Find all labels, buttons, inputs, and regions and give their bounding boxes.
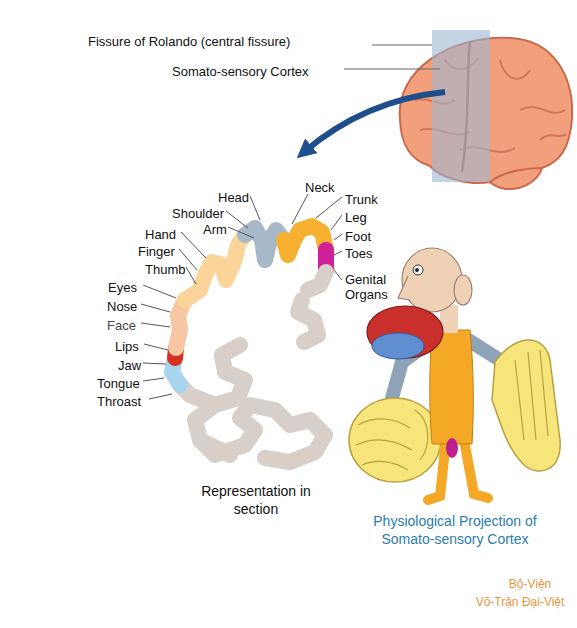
- body-part-label: Leg: [345, 210, 367, 225]
- label-slot: Toes: [345, 244, 372, 262]
- label-slot: Eyes: [108, 278, 137, 296]
- label-slot: Nose: [107, 297, 137, 315]
- label-slot: Shoulder: [172, 204, 224, 222]
- illustration-part: [250, 196, 260, 220]
- label-slot: Võ-Trận Đại-Việt: [470, 592, 570, 610]
- section-caption: Representation in section: [200, 482, 312, 518]
- illustration-part: [515, 350, 548, 440]
- label-slot: Arm: [203, 220, 227, 238]
- label-slot: Face: [107, 316, 136, 334]
- illustration-part: [492, 340, 560, 471]
- illustration-part: [490, 168, 542, 182]
- illustration-part: [149, 394, 172, 399]
- curved-arrow: [304, 92, 445, 152]
- illustration-part: [454, 275, 472, 305]
- illustration-part: [181, 232, 206, 258]
- body-part-label: Lips: [115, 339, 139, 354]
- illustration-part: [226, 211, 248, 228]
- illustration-part: [334, 251, 342, 255]
- label-slot: Representation in section: [200, 482, 312, 518]
- leader-lines: [141, 194, 342, 399]
- body-part-label: Throast: [97, 394, 141, 409]
- body-part-label: Jaw: [118, 358, 141, 373]
- label-slot: Head: [218, 188, 249, 206]
- illustration-part: [367, 306, 443, 358]
- illustration-part: [432, 30, 490, 182]
- label-slot: Lips: [115, 337, 139, 355]
- illustration-part: [180, 385, 230, 455]
- body-part-label: Toes: [345, 246, 372, 261]
- body-part-label: Genital Organs: [345, 272, 407, 302]
- illustration-part: [144, 344, 168, 350]
- body-part-label: Finger: [138, 244, 175, 259]
- illustration-part: [349, 398, 441, 482]
- label-slot: Foot: [345, 227, 371, 245]
- illustration-part: [316, 197, 342, 218]
- callout-label: Fissure of Rolando (central fissure): [88, 34, 290, 49]
- body-part-label: Hand: [145, 227, 176, 242]
- illustration-part: [398, 276, 410, 300]
- illustration-part: [334, 270, 342, 280]
- body-part-label: Nose: [107, 299, 137, 314]
- label-slot: Trunk: [345, 190, 378, 208]
- label-slot: Somato-sensory Cortex: [172, 62, 309, 80]
- illustration-part: [215, 345, 245, 405]
- label-slot: Hand: [145, 225, 176, 243]
- label-slot: Fissure of Rolando (central fissure): [88, 32, 290, 50]
- illustration-part: [186, 267, 196, 284]
- label-slot: Jaw: [118, 356, 141, 374]
- illustration-part: [141, 304, 170, 312]
- body-part-label: Foot: [345, 229, 371, 244]
- illustration-part: [298, 300, 318, 342]
- label-slot: Leg: [345, 208, 367, 226]
- illustration-part: [356, 410, 428, 470]
- illustration-part: [334, 234, 342, 240]
- label-slot: Throast: [97, 392, 141, 410]
- label-slot: Neck: [305, 178, 335, 196]
- watermark: Bộ-Viện: [509, 577, 551, 592]
- illustration-part: [143, 378, 164, 381]
- body-part-label: Neck: [305, 180, 335, 195]
- illustration-part: [141, 323, 170, 327]
- label-slot: Finger: [138, 242, 175, 260]
- figure-caption: Physiological Projection of Somato-senso…: [360, 512, 550, 548]
- illustration-part: [292, 194, 308, 224]
- illustration-part: [331, 215, 342, 230]
- brain-drawing: [400, 30, 572, 189]
- illustration-part: [228, 227, 254, 238]
- body-part-label: Shoulder: [172, 206, 224, 221]
- illustration-part: [464, 440, 488, 498]
- illustration-part: [428, 440, 446, 500]
- watermark: Võ-Trận Đại-Việt: [476, 595, 565, 610]
- illustration-part: [372, 44, 432, 45]
- illustration-part: [415, 268, 419, 272]
- body-part-label: Trunk: [345, 192, 378, 207]
- cortex-section: [172, 226, 326, 462]
- body-part-label: Face: [107, 318, 136, 333]
- label-slot: Thumb: [145, 260, 185, 278]
- illustration-part: [446, 438, 458, 458]
- label-slot: Physiological Projection of Somato-senso…: [360, 512, 550, 548]
- label-slot: Bộ-Viện: [490, 574, 570, 592]
- illustration-part: [143, 285, 176, 298]
- callout-label: Somato-sensory Cortex: [172, 64, 309, 79]
- label-slot: Tongue: [97, 374, 140, 392]
- label-slot: Genital Organs: [345, 272, 407, 303]
- illustration-part: [402, 248, 462, 312]
- body-part-label: Head: [218, 190, 249, 205]
- illustration-part: [143, 363, 166, 364]
- illustration-part: [372, 333, 424, 359]
- illustration-part: [413, 265, 423, 275]
- illustration-part: [308, 272, 326, 290]
- body-part-label: Eyes: [108, 280, 137, 295]
- body-part-label: Thumb: [145, 262, 185, 277]
- body-part-label: Arm: [203, 222, 227, 237]
- illustration-part: [344, 68, 440, 69]
- illustration-part: [185, 235, 245, 300]
- body-part-label: Tongue: [97, 376, 140, 391]
